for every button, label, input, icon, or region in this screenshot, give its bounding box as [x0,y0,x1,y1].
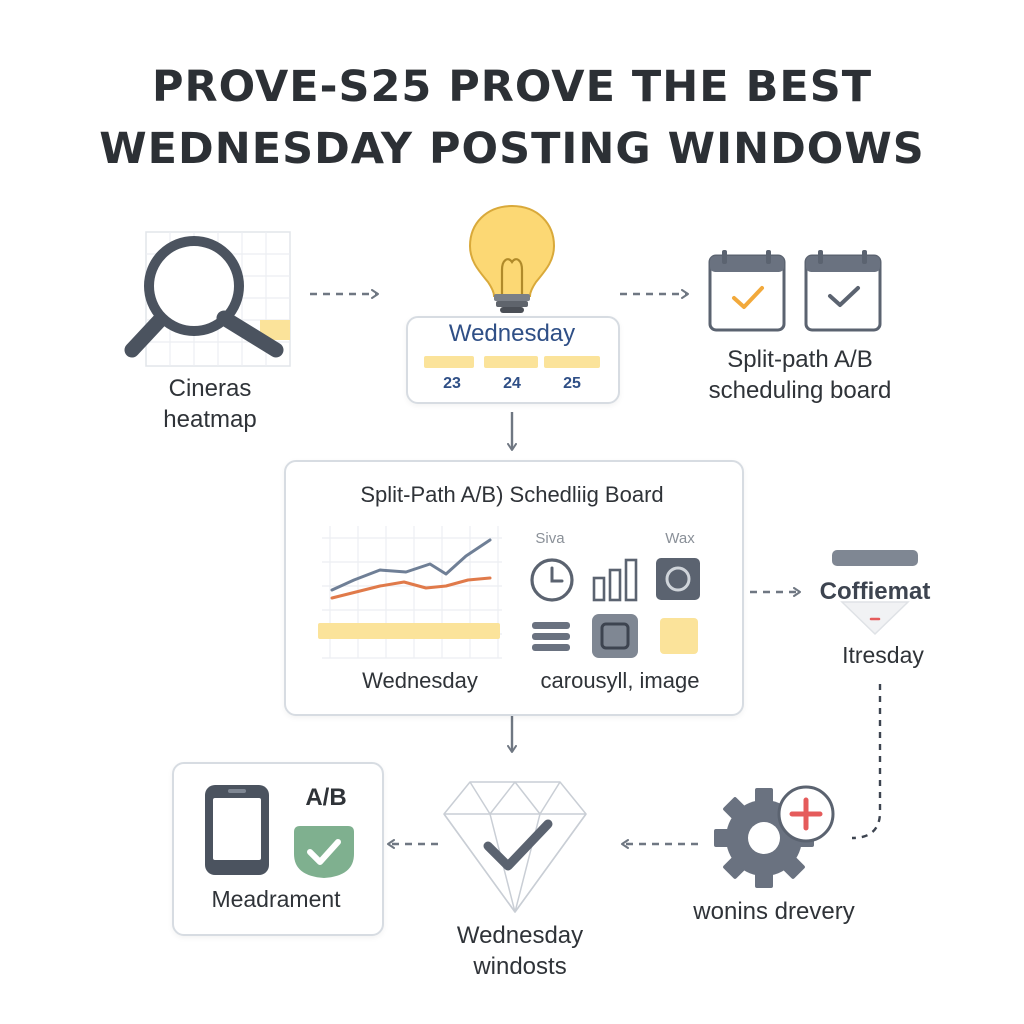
gear-label: wonins drevery [693,898,855,925]
calendar-highlight-1 [424,356,474,368]
coffiemat-subtitle: Itresday [842,642,924,668]
calendar-day-2: 24 [503,375,521,392]
calendar-highlight-3 [544,356,600,368]
arrow-coffiemat-to-gear [851,684,882,840]
bar-chart-icon [592,558,638,602]
two-calendars-icon [708,250,882,332]
title-line-2: WEDNESDAY POSTING WINDOWS [99,124,925,174]
coffiemat-badge-icon [832,550,918,636]
icons-caption: carousyll, image [540,668,700,693]
board-icon-grid [530,558,700,658]
gear-plus-icon [714,785,835,888]
camera-tile-icon [592,614,638,658]
check-badge-icon [294,826,354,878]
diamond-label-line-2: windosts [473,953,567,980]
calendar-highlight-2 [484,356,538,368]
measurement-badge: A/B [305,784,347,811]
magnifier-heatmap-icon [124,231,291,367]
diamond-check-icon [443,781,587,913]
calendar-day-3: 25 [563,375,581,392]
chart-caption: Wednesday [362,668,478,693]
heatmap-label-line-1: Cineras [168,375,252,402]
coffiemat-title: Coffiemat [819,578,931,605]
yellow-tile-icon [660,618,698,654]
split-path-label: Split-path A/B scheduling board [680,344,920,406]
split-path-label-line-2: scheduling board [708,377,892,404]
clock-icon [530,558,574,602]
calendar-day-1: 23 [443,375,461,392]
refresh-tile-icon [656,558,700,600]
calendar-card-heading: Wednesday [448,320,576,347]
diamond-label-line-1: Wednesday [456,922,584,949]
page-title: PROVE-S25 PROVE THE BEST WEDNESDAY POSTI… [0,56,1024,180]
board-header-right: Wax [665,530,695,547]
board-title: Split-Path A/B) Schedliig Board [360,482,664,507]
measurement-label: Meadrament [211,886,341,912]
board-header-left: Siva [535,530,565,547]
board-line-chart [318,526,502,659]
stack-icon [532,622,570,651]
title-line-1: PROVE-S25 PROVE THE BEST [151,62,873,112]
phone-icon [205,785,269,875]
heatmap-label-line-2: heatmap [163,406,257,433]
heatmap-label: Cineras heatmap [110,373,310,435]
chart-series-orange [330,576,492,600]
lightbulb-icon [468,204,556,313]
chart-highlight-band [318,623,500,639]
diamond-label: Wednesday windosts [410,920,630,982]
split-path-label-line-1: Split-path A/B [727,346,873,373]
chart-series-blue [330,538,492,592]
